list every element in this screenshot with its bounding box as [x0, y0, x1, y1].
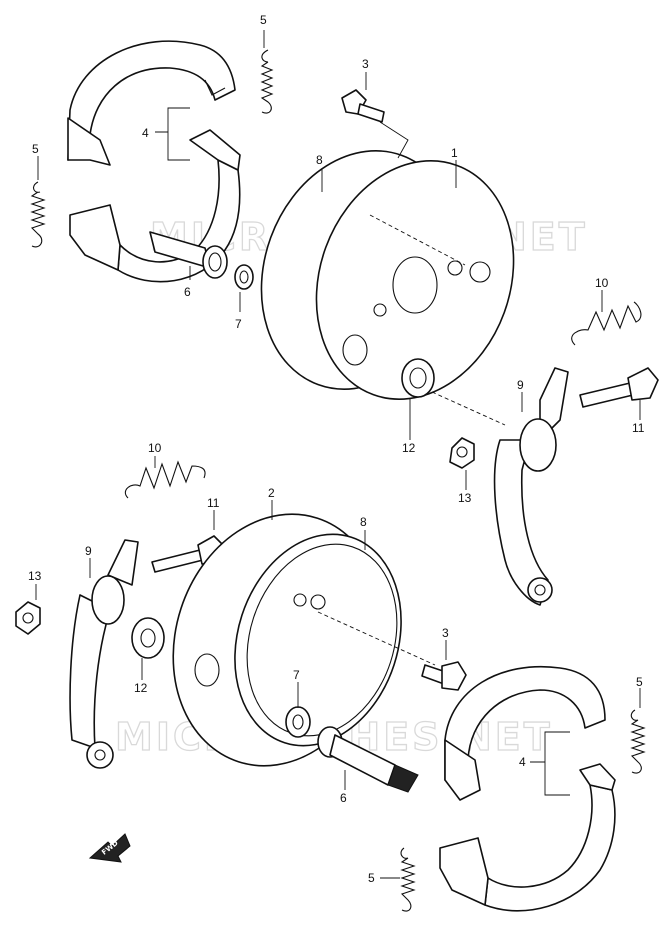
- callout-13-lower: 13: [28, 569, 42, 583]
- callout-11-upper: 11: [632, 421, 645, 435]
- leader-lines-lower: [35, 456, 641, 879]
- callout-5-top-center: 5: [260, 13, 267, 27]
- spring-10-lower: [124, 460, 206, 499]
- brake-lever-9-lower: [69, 539, 139, 769]
- spring-10-upper: [571, 301, 642, 346]
- bolt-3-lower: [421, 661, 467, 691]
- callout-5-top-left: 5: [32, 142, 39, 156]
- callout-9-lower: 9: [85, 544, 92, 558]
- callout-1: 1: [451, 146, 458, 160]
- nut-13-lower: [15, 601, 41, 635]
- callout-3-lower: 3: [442, 626, 449, 640]
- callout-3-upper: 3: [362, 57, 369, 71]
- forward-direction-arrow: FWD: [88, 833, 131, 863]
- callout-5-lower-center: 5: [368, 871, 375, 885]
- callout-6-lower: 6: [340, 791, 347, 805]
- callout-12-upper: 12: [402, 441, 416, 455]
- return-spring-5-lower-center: [400, 847, 416, 912]
- callout-2: 2: [268, 486, 275, 500]
- callout-labels: 5 3 4 5 8 1 6 7 10 9 11 12 13 10 2 11 8 …: [28, 13, 645, 885]
- callout-9-upper: 9: [517, 378, 524, 392]
- nut-13-upper: [449, 437, 475, 469]
- washer-7-upper: [234, 264, 254, 290]
- callout-8-upper: 8: [316, 153, 323, 167]
- brake-lever-9-upper: [493, 367, 569, 606]
- brake-drum-2-lower: [172, 513, 402, 767]
- callout-11-lower: 11: [207, 496, 220, 510]
- callout-7-upper: 7: [235, 317, 242, 331]
- callout-10-lower: 10: [148, 441, 162, 455]
- bolt-11-upper: [579, 367, 659, 408]
- leader-lines-upper: [37, 30, 641, 490]
- callout-4-upper: 4: [142, 126, 149, 140]
- callout-10-upper: 10: [595, 276, 609, 290]
- brake-drum-1-upper: [260, 150, 515, 400]
- return-spring-5-lower-right: [630, 709, 646, 774]
- return-spring-5-top-left: [30, 181, 46, 248]
- return-spring-5-top-center: [260, 49, 274, 114]
- callout-8-lower: 8: [360, 515, 367, 529]
- cam-shaft-6-upper: [149, 231, 228, 279]
- callout-4-lower: 4: [519, 755, 526, 769]
- bolt-3-upper: [341, 89, 385, 123]
- cam-shaft-6-lower: [317, 726, 419, 793]
- brake-shoe-lower-b: [439, 763, 616, 912]
- brake-shoe-upper-a: [67, 40, 236, 166]
- washer-12-lower: [131, 617, 165, 659]
- brake-shoe-lower-a: [444, 666, 606, 801]
- callout-5-lower-right: 5: [636, 675, 643, 689]
- callout-13-upper: 13: [458, 491, 472, 505]
- callout-12-lower: 12: [134, 681, 148, 695]
- callout-7-lower: 7: [293, 668, 300, 682]
- callout-6-upper: 6: [184, 285, 191, 299]
